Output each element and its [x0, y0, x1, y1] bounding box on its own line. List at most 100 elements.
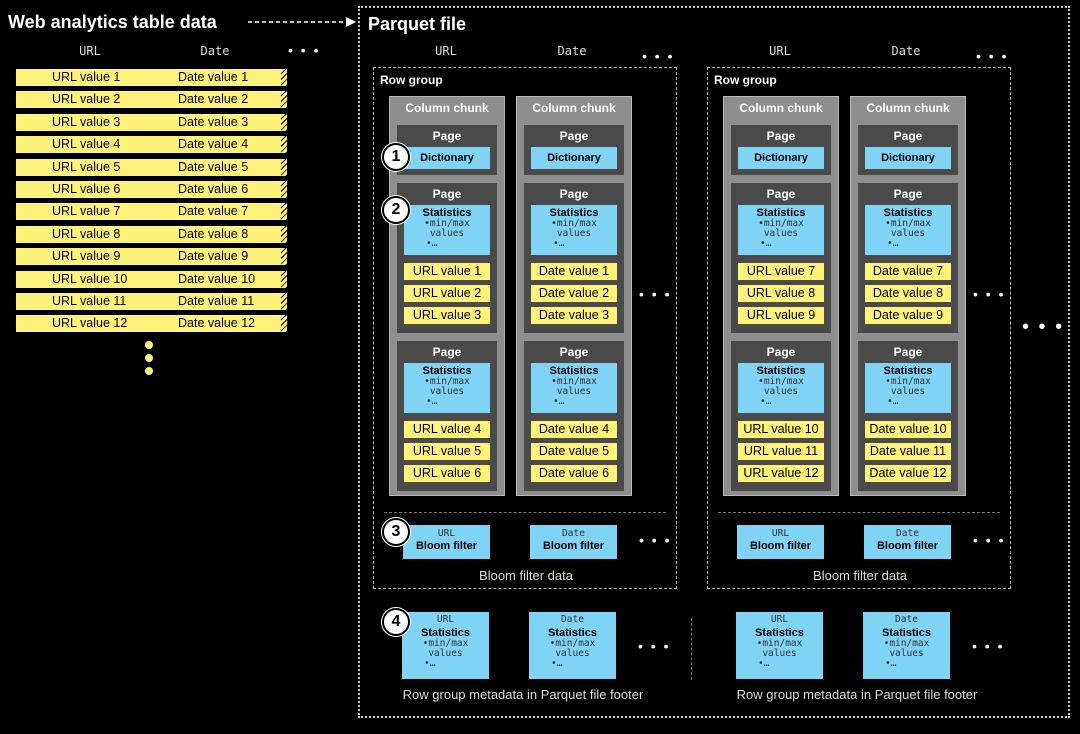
badge-3: 3 — [382, 518, 410, 546]
value-cell: URL value 5 — [404, 443, 490, 460]
statistics-title: Statistics — [549, 365, 599, 377]
value-cell: URL value 3 — [404, 307, 490, 324]
column-chunk-title: Column chunk — [866, 101, 950, 115]
stat-values: values — [763, 228, 799, 239]
col-url-header: URL — [769, 44, 791, 58]
bloom-caption: Bloom filter data — [479, 568, 573, 583]
stat-minmax: •min/max — [551, 218, 597, 229]
page-title: Page — [766, 187, 796, 201]
statistics-title: Statistics — [422, 207, 472, 219]
bloom-caption: Bloom filter data — [813, 568, 907, 583]
column-chunk-title: Column chunk — [405, 101, 489, 115]
page-title: Page — [432, 129, 462, 143]
date-cell: Date value 7 — [178, 204, 249, 219]
stat-etc: •… — [758, 658, 770, 669]
more-columns-icon: • • • — [288, 42, 321, 58]
stat-values: values — [762, 648, 797, 659]
footer-caption: Row group metadata in Parquet file foote… — [736, 687, 978, 702]
stat-minmax: •min/max — [885, 218, 931, 229]
stat-minmax: •min/max — [758, 218, 804, 229]
column-chunk-title: Column chunk — [532, 101, 616, 115]
bloom-filter-title: Bloom filter — [542, 540, 605, 552]
more-columns-icon: • • • — [973, 532, 1006, 548]
date-cell: Date value 2 — [178, 92, 249, 107]
stat-etc: •… — [426, 396, 438, 407]
page-title: Page — [893, 129, 923, 143]
stat-column-label: Date — [561, 614, 584, 625]
stat-etc: •… — [553, 238, 565, 249]
badge-4: 4 — [382, 608, 410, 636]
value-cell: Date value 12 — [865, 465, 951, 482]
statistics-title: Statistics — [883, 207, 933, 219]
url-cell: URL value 3 — [52, 114, 121, 129]
stat-minmax: •min/max — [756, 638, 803, 649]
url-cell: URL value 11 — [52, 294, 127, 308]
more-columns-icon: • • • — [639, 286, 672, 302]
statistics-title: Statistics — [882, 627, 931, 639]
bloom-column-label: URL — [437, 528, 456, 539]
bloom-column-label: Date — [562, 528, 585, 539]
more-row-groups-icon: • • • — [1022, 316, 1065, 338]
value-cell: URL value 2 — [404, 285, 490, 302]
stat-values: values — [429, 228, 465, 239]
dictionary-box: Dictionary — [738, 147, 824, 169]
page-title: Page — [432, 345, 462, 359]
url-cell: URL value 6 — [52, 182, 121, 196]
stat-values: values — [890, 386, 926, 397]
page-title: Page — [766, 345, 796, 359]
date-cell: Date value 12 — [178, 316, 256, 331]
more-columns-icon: • • • — [976, 48, 1009, 64]
value-cell: Date value 8 — [865, 285, 951, 302]
row-group-label: Row group — [380, 73, 443, 87]
url-cell: URL value 5 — [52, 159, 121, 174]
torn-edge — [281, 315, 287, 333]
date-cell: Date value 9 — [178, 249, 249, 264]
value-cell: URL value 12 — [738, 465, 824, 482]
left-col-date-header: Date — [200, 44, 230, 58]
stat-etc: •… — [887, 238, 899, 249]
dictionary-box: Dictionary — [531, 147, 617, 169]
stat-column-label: Date — [895, 614, 918, 625]
torn-edge — [281, 69, 287, 86]
value-cell: Date value 10 — [865, 421, 951, 438]
torn-edge — [281, 158, 287, 176]
statistics-title: Statistics — [883, 365, 933, 377]
torn-edge — [281, 248, 287, 266]
torn-edge — [281, 293, 287, 310]
stat-column-label: URL — [770, 614, 789, 625]
bloom-column-label: Date — [896, 528, 919, 539]
page-title: Page — [432, 187, 462, 201]
bloom-filter-title: Bloom filter — [415, 540, 478, 552]
parquet-title: Parquet file — [368, 14, 467, 34]
value-cell: URL value 8 — [738, 285, 824, 302]
stat-values: values — [428, 648, 463, 659]
stat-etc: •… — [424, 658, 436, 669]
stat-etc: •… — [887, 396, 899, 407]
url-cell: URL value 1 — [52, 70, 121, 84]
statistics-title: Statistics — [755, 627, 804, 639]
stat-values: values — [429, 386, 465, 397]
bloom-filter-title: Bloom filter — [749, 540, 812, 552]
statistics-title: Statistics — [549, 207, 599, 219]
torn-edge — [281, 270, 287, 288]
